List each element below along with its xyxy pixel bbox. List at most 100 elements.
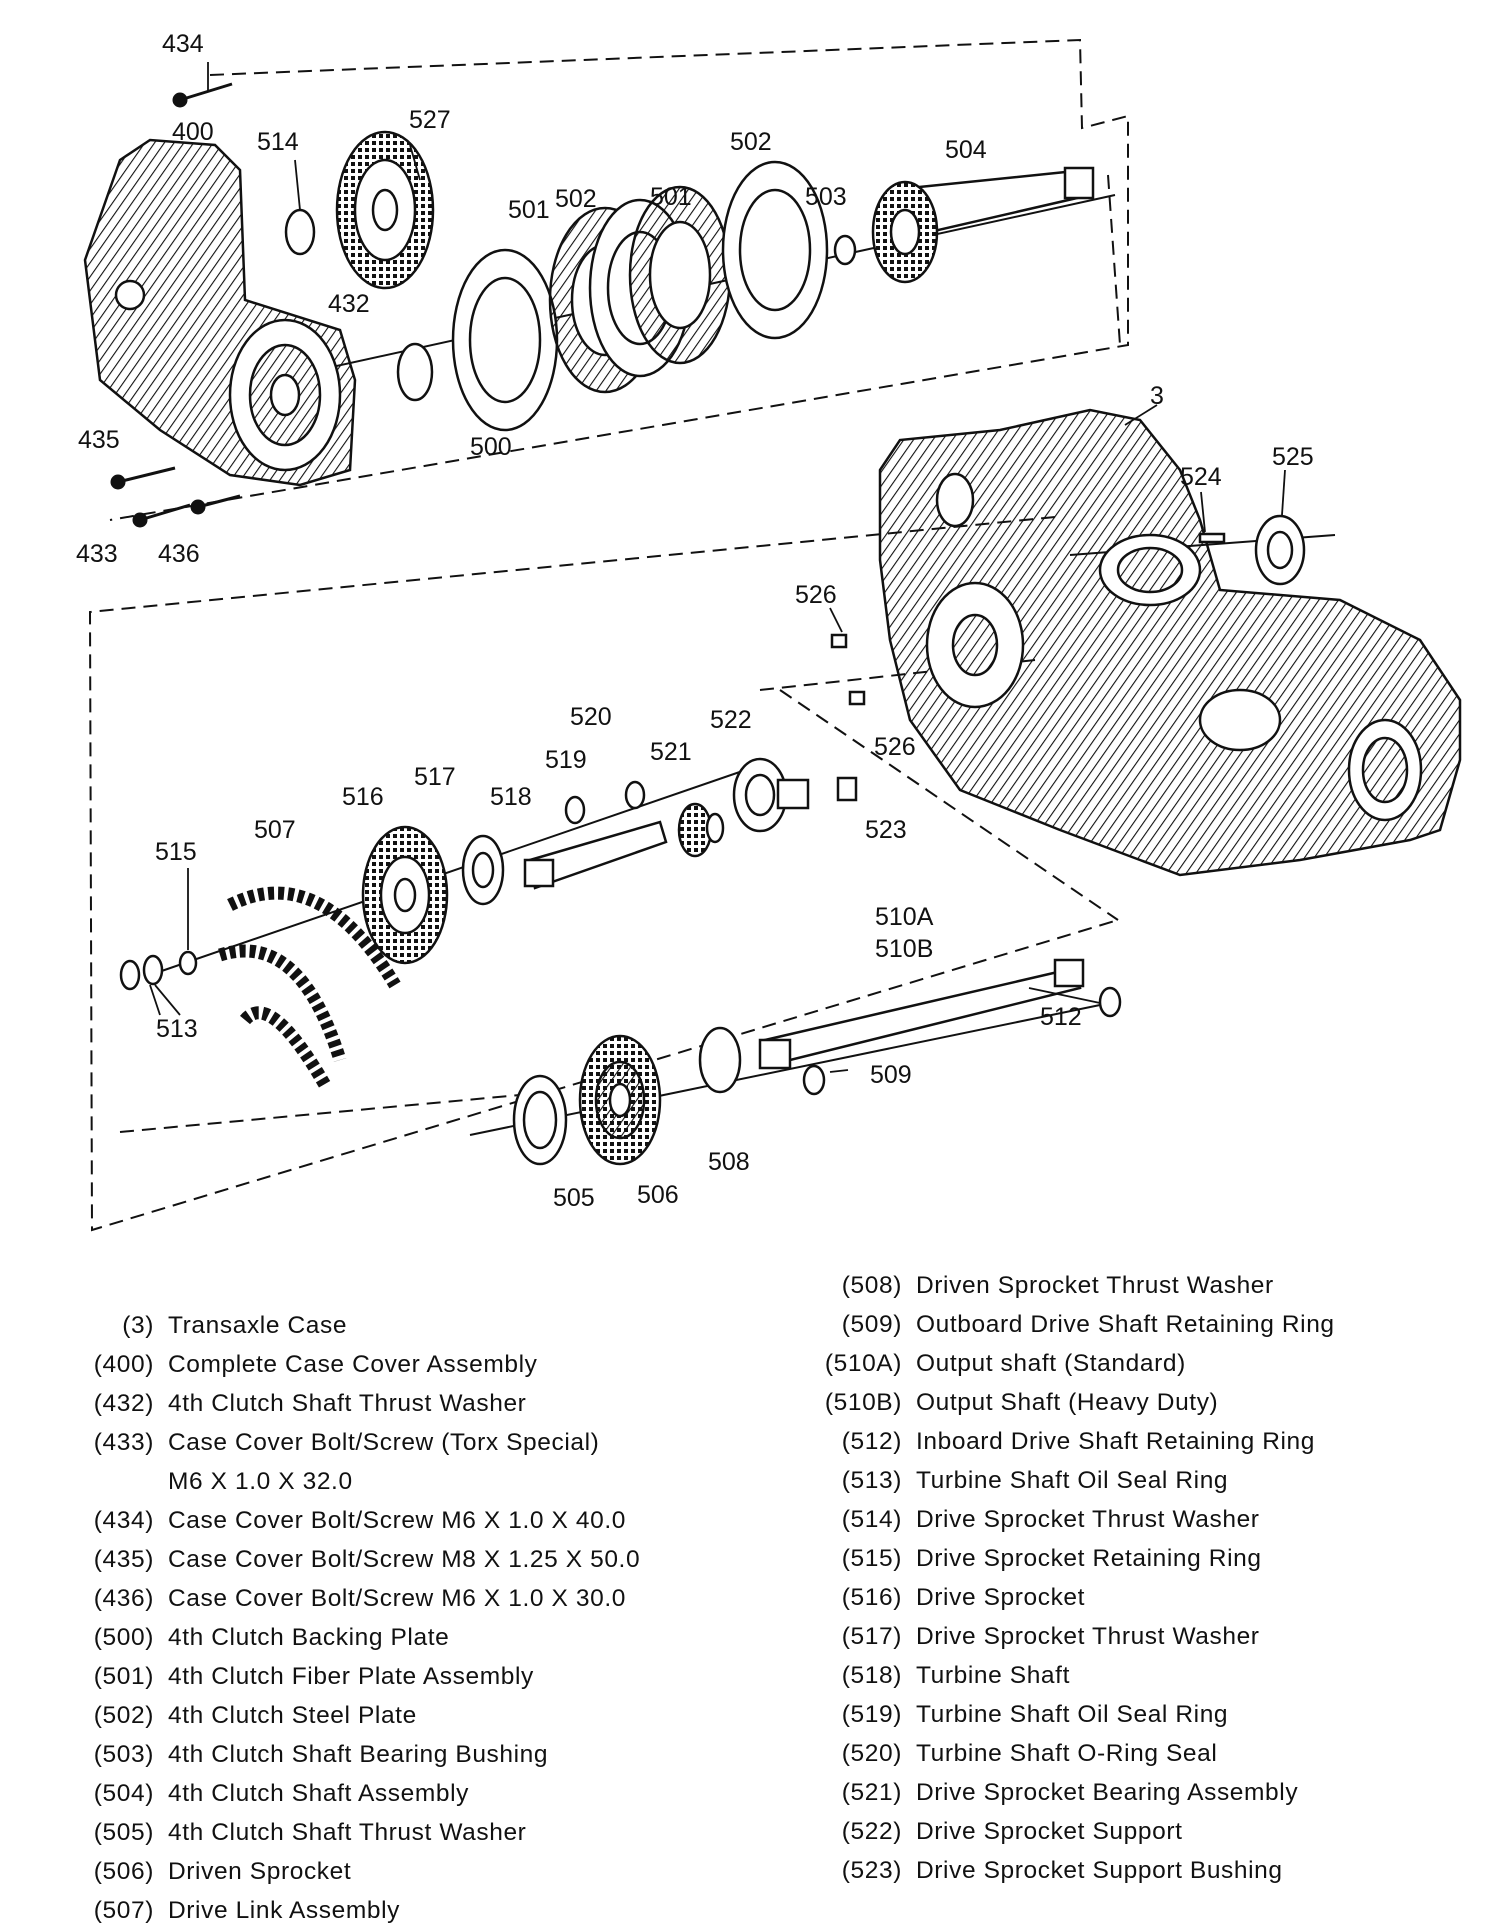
legend-part-number: (517) [841,1623,902,1650]
legend-item: (506)Driven Sprocket [68,1852,640,1891]
callout-3: 3 [1150,382,1164,410]
legend-part-number: (513) [841,1467,902,1494]
thrust-washer-505 [512,1074,568,1166]
legend-part-number: (433) [93,1429,154,1456]
legend-part-number: (436) [93,1585,154,1612]
legend-item: (432) 4th Clutch Shaft Thrust Washer [68,1384,640,1423]
callout-521: 521 [650,738,692,766]
legend-item: (514)Drive Sprocket Thrust Washer [800,1500,1335,1539]
drive-link-assembly [218,886,401,1089]
exploded-diagram: 434 400 514 527 501 502 501 502 503 504 … [76,30,1462,1232]
legend-part-description: 4th Clutch Fiber Plate Assembly [168,1663,534,1690]
legend-item: (500)4th Clutch Backing Plate [68,1618,640,1657]
legend-item: (400)Complete Case Cover Assembly [68,1345,640,1384]
drive-sprocket-516 [361,825,449,965]
legend-part-number: (435) [93,1546,154,1573]
legend-part-description: Inboard Drive Shaft Retaining Ring [916,1428,1316,1455]
legend-part-number: (505) [93,1819,154,1846]
legend-part-description: Case Cover Bolt/Screw M8 X 1.25 X 50.0 [168,1546,641,1573]
legend-part-number: (504) [93,1780,154,1807]
callout-500: 500 [470,433,512,461]
driven-sprocket-506 [578,1034,662,1166]
callout-523: 523 [865,816,907,844]
legend-part-number: (432) [93,1390,154,1417]
parts-legend-right: (508)Driven Sprocket Thrust Washer(509)O… [800,1266,1335,1890]
sprocket-support-522 [732,757,810,833]
legend-item: (434)Case Cover Bolt/Screw M6 X 1.0 X 40… [68,1501,640,1540]
axis-line-upper [119,1094,521,1133]
legend-part-description: 4th Clutch Shaft Bearing Bushing [168,1741,549,1768]
callout-527: 527 [409,106,451,134]
callout-502: 502 [730,128,772,156]
callout-502: 502 [555,185,597,213]
legend-part-description: 4th Clutch Backing Plate [168,1624,450,1651]
legend-part-description: 4th Clutch Shaft Thrust Washer [168,1819,527,1846]
legend-part-description: Case Cover Bolt/Screw M6 X 1.0 X 40.0 [168,1507,626,1534]
callout-522: 522 [710,706,752,734]
legend-part-description: Outboard Drive Shaft Retaining Ring [916,1311,1335,1338]
callout-512: 512 [1040,1003,1082,1031]
callout-510b: 510B [875,935,933,963]
turbine-shaft-518 [523,820,668,890]
transaxle-case [878,408,1462,877]
legend-item: (3)Transaxle Case [68,1306,640,1345]
legend-item: (505) 4th Clutch Shaft Thrust Washer [68,1813,640,1852]
legend-part-description: Transaxle Case [168,1312,348,1339]
legend-part-number: (512) [841,1428,902,1455]
legend-item: (508)Driven Sprocket Thrust Washer [800,1266,1335,1305]
legend-part-number: (519) [841,1701,902,1728]
bolt-436 [190,494,241,515]
legend-item: (520)Turbine Shaft O-Ring Seal [800,1734,1335,1773]
legend-item: (515)Drive Sprocket Retaining Ring [800,1539,1335,1578]
legend-part-description: Drive Sprocket Thrust Washer [916,1623,1260,1650]
callout-400: 400 [172,118,214,146]
callout-433: 433 [76,540,118,568]
fiber-plate-501-b [628,185,732,365]
legend-part-description: 4th Clutch Shaft Thrust Washer [168,1390,527,1417]
legend-item: (433) Case Cover Bolt/Screw (Torx Special… [68,1423,640,1501]
legend-part-description: Drive Sprocket Support [916,1818,1183,1845]
turbine-axis-line [149,764,761,976]
backing-plate-500 [451,248,559,432]
callout-504: 504 [945,136,987,164]
legend-item: (510A)Output shaft (Standard) [800,1344,1335,1383]
callout-436: 436 [158,540,200,568]
legend-part-number: (400) [93,1351,154,1378]
callout-524: 524 [1180,463,1222,491]
clutch-shaft-504 [871,166,1095,284]
callout-518: 518 [490,783,532,811]
callout-515: 515 [155,838,197,866]
legend-part-description: Drive Link Assembly [168,1897,400,1924]
legend-item: (509)Outboard Drive Shaft Retaining Ring [800,1305,1335,1344]
callout-432: 432 [328,290,370,318]
callout-519: 519 [545,746,587,774]
legend-part-number: (523) [841,1857,902,1884]
legend-part-description: Drive Sprocket Bearing Assembly [916,1779,1299,1806]
output-axis-line [469,1004,1101,1136]
legend-part-description: Case Cover Bolt/Screw (Torx Special) M6 … [168,1429,600,1495]
legend-part-number: (521) [841,1779,902,1806]
legend-part-number: (520) [841,1740,902,1767]
callout-501: 501 [650,183,692,211]
legend-part-description: 4th Clutch Steel Plate [168,1702,417,1729]
bushing-503 [833,234,857,266]
o-ring-seal-520 [624,780,646,810]
legend-item: (504)4th Clutch Shaft Assembly [68,1774,640,1813]
legend-item: (518)Turbine Shaft [800,1656,1335,1695]
legend-part-description: Turbine Shaft Oil Seal Ring [916,1467,1229,1494]
callout-435: 435 [78,426,120,454]
legend-part-number: (501) [93,1663,154,1690]
callout-513: 513 [156,1015,198,1043]
callout-503: 503 [805,183,847,211]
legend-item: (510B)Output Shaft (Heavy Duty) [800,1383,1335,1422]
legend-part-number: (515) [841,1545,902,1572]
legend-part-description: Drive Sprocket [916,1584,1086,1611]
callout-514: 514 [257,128,299,156]
legend-part-number: (510A) [824,1350,902,1377]
legend-item: (522)Drive Sprocket Support [800,1812,1335,1851]
thrust-washer-508 [698,1026,742,1094]
callout-505: 505 [553,1184,595,1212]
legend-part-number: (514) [841,1506,902,1533]
legend-part-number: (516) [841,1584,902,1611]
dowel-526-a [830,633,848,649]
